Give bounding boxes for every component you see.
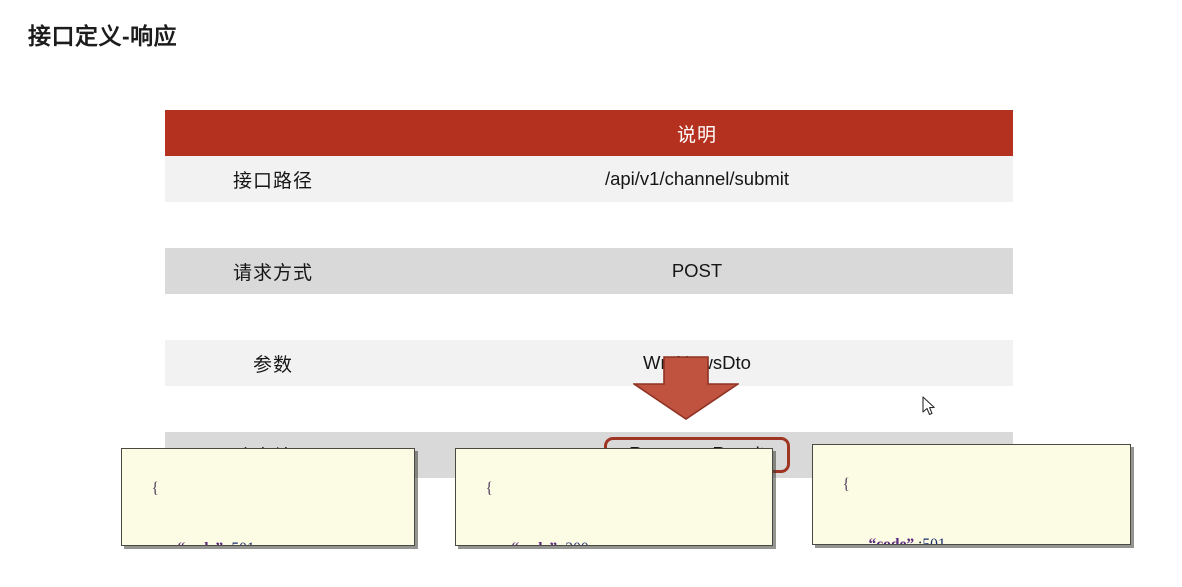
code-colon-1: : <box>223 540 231 545</box>
row-separator <box>165 202 1013 248</box>
table-body: 接口路径 /api/v1/channel/submit 请求方式 POST 参数… <box>165 156 1013 478</box>
code-key-code: “code” <box>868 536 915 545</box>
table-header-blank <box>165 110 381 156</box>
code-value-code: 200 <box>565 540 588 545</box>
code-open-brace: { <box>842 476 850 493</box>
table-row: 接口路径 /api/v1/channel/submit <box>165 156 1013 202</box>
code-open-brace: { <box>485 480 493 497</box>
code-line-open-brace: { <box>470 459 760 519</box>
code-comma-1: , <box>589 540 593 545</box>
table-header: 说明 <box>165 110 1013 156</box>
table-row: 参数 WmNewsDto <box>165 340 1013 386</box>
code-comma-1: , <box>255 540 259 545</box>
row-label-interface-path: 接口路径 <box>165 156 381 202</box>
code-key-code: “code” <box>512 540 558 545</box>
code-sample-box-success: { “code” :200, “errorMessage” : “操作成功” } <box>455 448 773 546</box>
table-row: 请求方式 POST <box>165 248 1013 294</box>
row-label-parameter: 参数 <box>165 340 381 386</box>
code-colon-1: : <box>914 536 923 545</box>
code-line-open-brace: { <box>827 455 1118 515</box>
row-label-request-method: 请求方式 <box>165 248 381 294</box>
code-colon-1: : <box>557 540 565 545</box>
code-comma-1: , <box>945 536 950 545</box>
code-open-brace: { <box>151 480 159 497</box>
code-value-code: 501 <box>231 540 254 545</box>
code-sample-box-material-invalid: { “code” :501, “errorMessage” : “素材引用失效”… <box>812 444 1131 545</box>
code-line-code: “code” :501, <box>136 519 402 545</box>
code-line-code: “code” :501, <box>827 515 1118 545</box>
code-value-code: 501 <box>922 536 946 545</box>
down-arrow-icon <box>633 356 739 420</box>
row-value-request-method: POST <box>381 248 1013 294</box>
row-value-interface-path: /api/v1/channel/submit <box>381 156 1013 202</box>
row-separator <box>165 386 1013 432</box>
row-separator <box>165 294 1013 340</box>
table-header-description: 说明 <box>381 110 1013 156</box>
code-line-code: “code” :200, <box>470 519 760 545</box>
code-sample-box-invalid-params: { “code” :501, “errorMessage” : “参数失效”, … <box>121 448 415 546</box>
table-header-row: 说明 <box>165 110 1013 156</box>
code-key-code: “code” <box>178 540 224 545</box>
code-line-open-brace: { <box>136 459 402 519</box>
page-title: 接口定义-响应 <box>28 23 178 49</box>
interface-spec-table: 说明 接口路径 /api/v1/channel/submit 请求方式 POST… <box>165 110 1013 478</box>
mouse-cursor-icon <box>922 396 935 416</box>
